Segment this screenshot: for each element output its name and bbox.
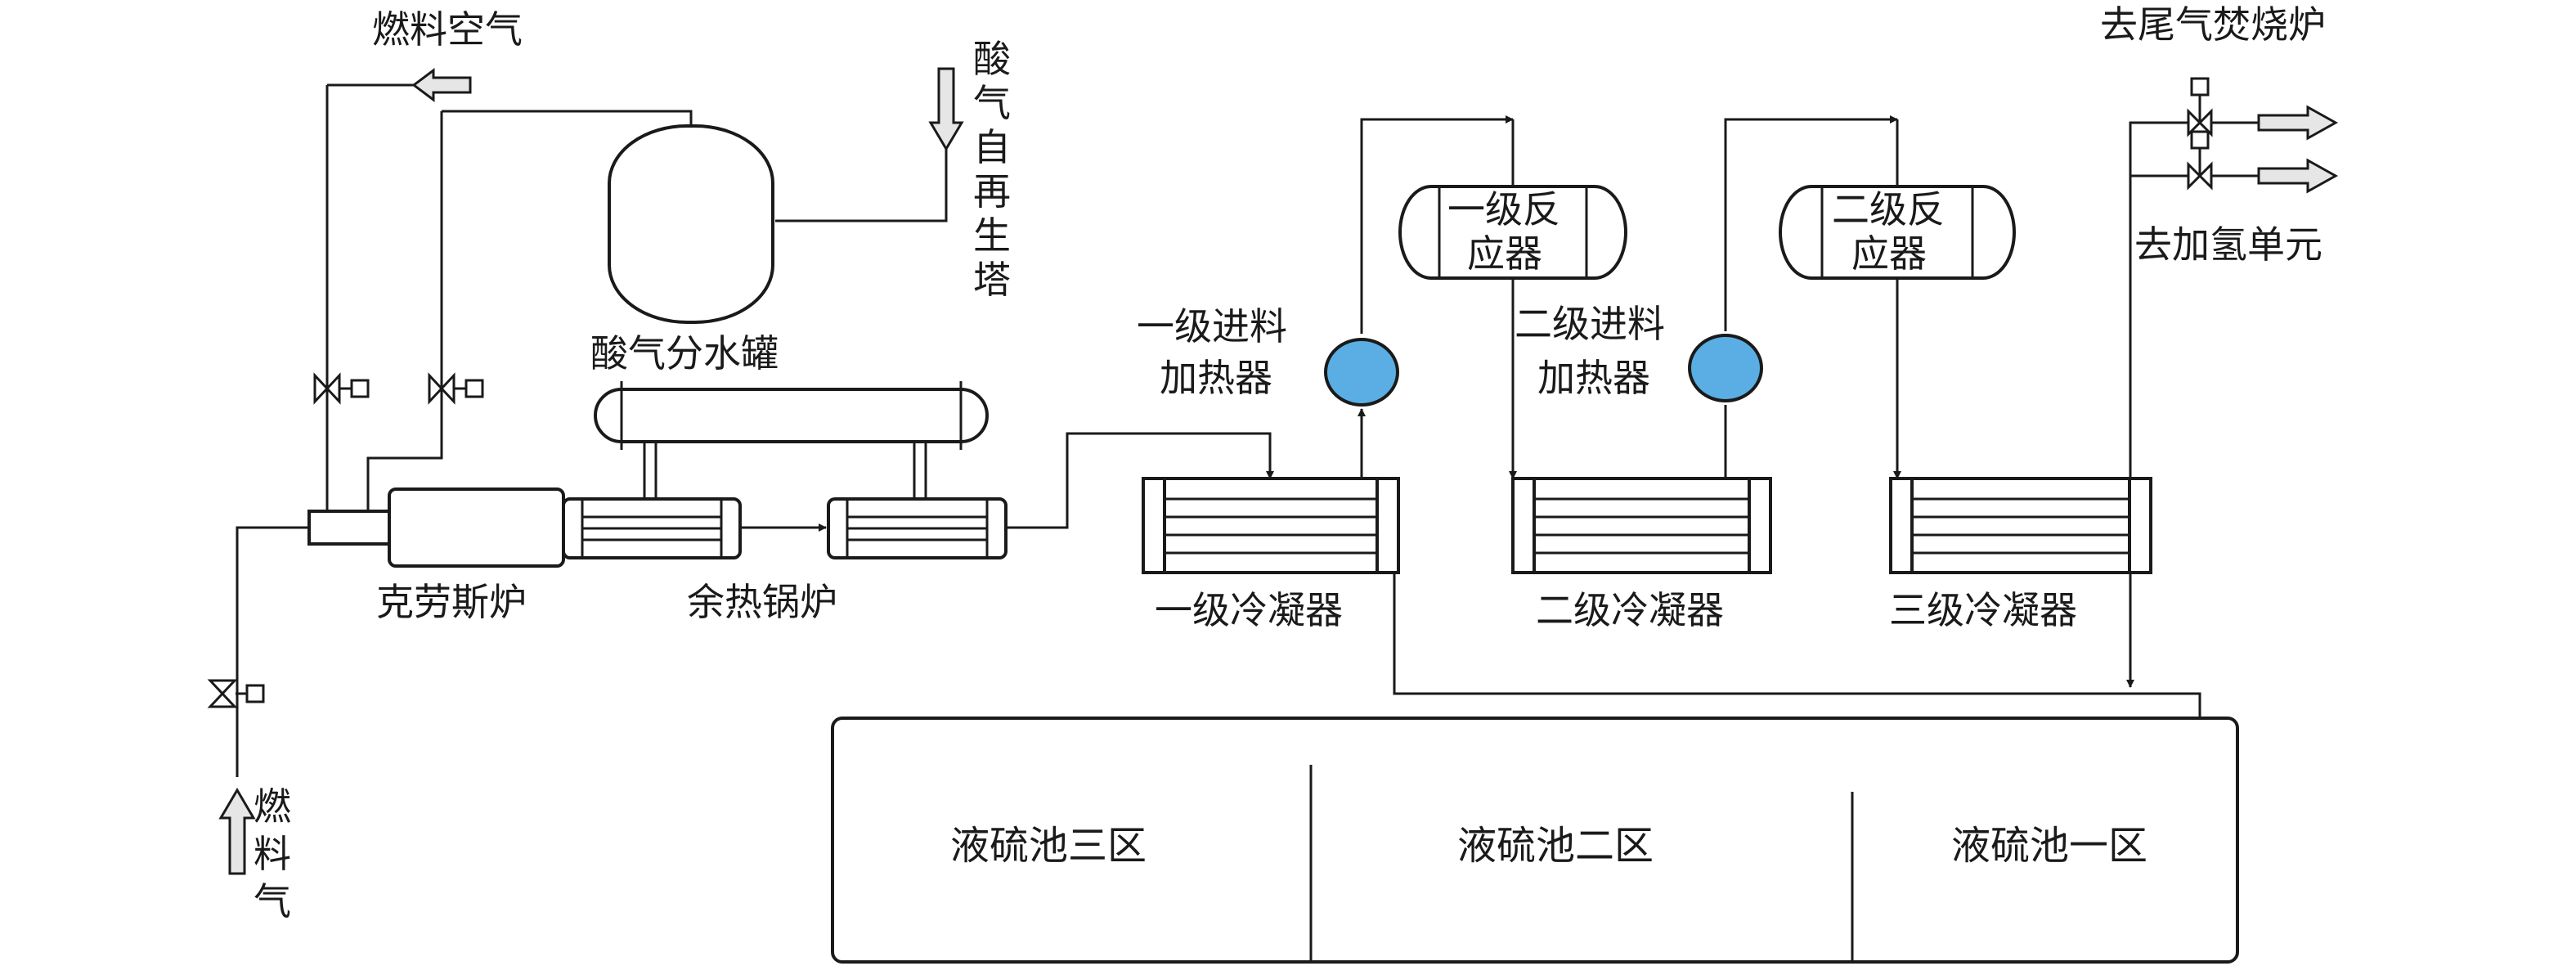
fuel-gas-char: 气 [254,879,291,923]
reactor-1-label-line2: 应器 [1467,231,1542,276]
hydrogenation-hollow-arrow-icon [2257,158,2339,194]
valve-icon [2187,130,2213,191]
reactor-2-label-line2: 应器 [1851,231,1927,276]
sulfur-pool-zone-2: 液硫池二区 [1457,823,1654,869]
valve-icon [207,679,265,708]
heater-2-label-line1: 二级进料 [1515,302,1665,346]
heater-1-label-line1: 一级进料 [1137,304,1287,348]
acid-gas-separator-label: 酸气分水罐 [590,331,779,375]
acid-gas-top-line [442,110,693,126]
heater-2 [1688,334,1763,402]
reactor-1-label-line1: 一级反 [1447,187,1560,231]
reactor-2 [1779,185,2016,280]
fuel-gas-char: 料 [254,832,291,876]
fuel-air-hollow-arrow-icon [411,68,472,102]
sulfur-pool-zone-1: 液硫池一区 [1951,823,2147,869]
heater-1-label-line2: 加热器 [1160,356,1272,400]
waste-heat-boiler-label: 余热锅炉 [687,580,837,624]
condenser-2 [1511,477,1772,574]
tail-gas-upper-line [2129,121,2192,479]
regen-tower-char: 自 [973,125,1011,169]
hydrogenation-unit-label: 去加氢单元 [2134,222,2322,267]
incinerator-hollow-arrow-icon [2257,105,2339,141]
acid-gas-drop-line [366,111,443,499]
claus-burner [307,510,391,546]
fuel-gas-hollow-arrow-icon [218,788,256,875]
pipelines [236,83,2204,784]
acid-gas-regen-tower-hollow-arrow-icon [928,67,964,151]
to-condenser-1-line [1006,432,1274,529]
regen-tower-char: 再 [973,169,1011,213]
heater2-to-reactor2-line [1724,115,1898,331]
condenser-2-label: 二级冷凝器 [1536,588,1724,632]
condenser-1-label: 一级冷凝器 [1155,588,1343,632]
regen-tower-char: 塔 [973,258,1011,302]
condenser-3-label: 三级冷凝器 [1889,588,2077,632]
claus-furnace [307,487,565,568]
regen-tower-char: 生 [973,213,1011,258]
fuel-air-label: 燃料空气 [372,7,523,52]
regen-tower-char: 酸 [973,37,1011,81]
fuel-gas-char: 燃 [254,784,291,829]
liquid-sulfur-pool: 液硫池三区 液硫池二区 液硫池一区 [831,717,2239,964]
condenser-3 [1889,477,2152,574]
acid-gas-regen-tower-label: 酸 气 自 再 生 塔 [973,37,1011,302]
waste-heat-boiler [562,497,1008,559]
claus-furnace-label: 克劳斯炉 [376,580,527,624]
condenser-1 [1142,477,1400,574]
reactor-2-label-line1: 二级反 [1832,187,1945,231]
heater1-to-reactor1-line [1360,115,1514,334]
knockout-drum-vessel [608,124,774,324]
reactor-1 [1398,185,1627,280]
fuel-gas-label: 燃 料 气 [254,784,291,923]
valve-icon [313,372,370,405]
tail-gas-incinerator-label: 去尾气焚烧炉 [2100,2,2326,47]
fuel-gas-line [236,526,309,708]
valve-icon [2187,77,2213,137]
heater-1 [1324,338,1399,407]
sulfur-pool-outline [831,717,2239,964]
acid-gas-feed-line [775,147,948,222]
sulfur-pool-zone-3: 液硫池三区 [950,823,1147,869]
acid-gas-separator-vessel [594,381,989,499]
regen-tower-char: 气 [973,81,1011,125]
heater-2-label-line2: 加热器 [1537,356,1650,400]
valve-icon [428,372,484,405]
claus-furnace-body [388,487,565,568]
